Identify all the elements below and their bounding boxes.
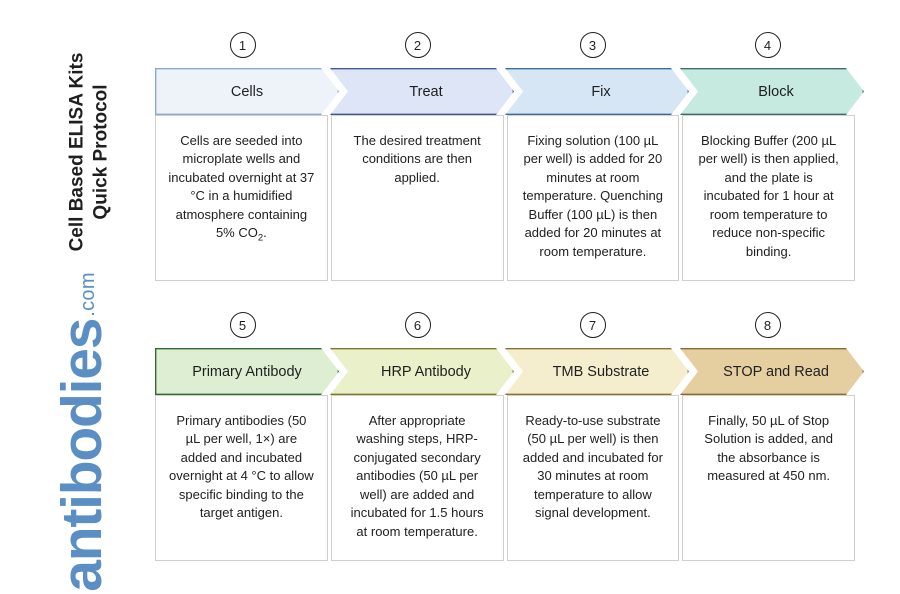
logo-tld: .com	[77, 272, 100, 317]
step-number-badge-8: 8	[754, 312, 781, 338]
step-description-text: Blocking Buffer (200 µL per well) is the…	[698, 133, 839, 259]
step-badge-cell: 6	[330, 312, 505, 348]
step-number-badge-6: 6	[404, 312, 431, 338]
step-description-card-8: Finally, 50 µL of Stop Solution is added…	[682, 395, 855, 561]
step-chevron-2[interactable]: Treat	[330, 68, 514, 115]
step-badge-cell: 3	[505, 32, 680, 68]
antibodies-logo[interactable]: antibodies .com	[18, 272, 146, 592]
step-description-card-6: After appropriate washing steps, HRP-con…	[330, 395, 504, 561]
step-description-card-7: Ready-to-use substrate (50 µL per well) …	[506, 395, 680, 561]
step-number-badge-5: 5	[229, 312, 256, 338]
step-chevron-1[interactable]: Cells	[155, 68, 339, 115]
step-number-badge-4: 4	[754, 32, 781, 58]
logo-wordmark: antibodies	[49, 318, 114, 592]
step-chevron-5[interactable]: Primary Antibody	[155, 348, 339, 395]
step-badge-cell: 4	[680, 32, 855, 68]
description-card-row-1: Cells are seeded into microplate wells a…	[155, 115, 855, 281]
protocol-title-line-1: Cell Based ELISA Kits	[66, 52, 88, 252]
step-chevron-label: TMB Substrate	[552, 363, 650, 380]
step-description-card-5: Primary antibodies (50 µL per well, 1×) …	[155, 395, 328, 561]
step-chevron-label: HRP Antibody	[380, 363, 471, 380]
step-chevron-4[interactable]: Block	[680, 68, 864, 115]
protocol-row-2: 5 6 7 8 Primary Antibody HRP Antibody TMB Sub…	[155, 312, 855, 561]
branding-column: Cell Based ELISA Kits Quick Protocol ant…	[0, 0, 155, 594]
step-description-text: The desired treatment conditions are the…	[353, 133, 481, 185]
step-description-card-4: Blocking Buffer (200 µL per well) is the…	[682, 115, 855, 281]
step-description-text: Finally, 50 µL of Stop Solution is added…	[704, 413, 833, 484]
protocol-row-1: 1 2 3 4 Cells Treat Fix Block Cells are seeded…	[155, 32, 855, 281]
step-number-strip-2: 5 6 7 8	[155, 312, 855, 348]
step-badge-cell: 7	[505, 312, 680, 348]
step-description-card-3: Fixing solution (100 µL per well) is add…	[506, 115, 680, 281]
step-badge-cell: 8	[680, 312, 855, 348]
step-description-text: Fixing solution (100 µL per well) is add…	[522, 133, 663, 259]
step-chevron-7[interactable]: TMB Substrate	[505, 348, 689, 395]
step-number-badge-2: 2	[404, 32, 431, 58]
step-description-card-1: Cells are seeded into microplate wells a…	[155, 115, 328, 281]
step-number-strip-1: 1 2 3 4	[155, 32, 855, 68]
step-description-text: Cells are seeded into microplate wells a…	[168, 133, 315, 244]
step-description-card-2: The desired treatment conditions are the…	[330, 115, 504, 281]
step-number-badge-1: 1	[229, 32, 256, 58]
step-description-text: After appropriate washing steps, HRP-con…	[350, 413, 484, 539]
step-badge-cell: 5	[155, 312, 330, 348]
step-chevron-label: Primary Antibody	[192, 363, 302, 380]
chevron-bar-2: Primary Antibody HRP Antibody TMB Substrat…	[155, 348, 855, 395]
step-description-text: Primary antibodies (50 µL per well, 1×) …	[169, 413, 314, 521]
protocol-title-line-2: Quick Protocol	[90, 84, 111, 220]
step-chevron-3[interactable]: Fix	[505, 68, 689, 115]
description-card-row-2: Primary antibodies (50 µL per well, 1×) …	[155, 395, 855, 561]
step-chevron-label: Fix	[591, 83, 611, 100]
step-chevron-label: Cells	[230, 83, 264, 100]
step-chevron-6[interactable]: HRP Antibody	[330, 348, 514, 395]
chevron-bar-1: Cells Treat Fix Block	[155, 68, 855, 115]
step-number-badge-7: 7	[579, 312, 606, 338]
step-number-badge-3: 3	[579, 32, 606, 58]
step-description-text: Ready-to-use substrate (50 µL per well) …	[522, 413, 663, 521]
step-badge-cell: 2	[330, 32, 505, 68]
step-chevron-label: Treat	[409, 83, 443, 100]
step-chevron-label: STOP and Read	[723, 363, 829, 380]
step-chevron-8[interactable]: STOP and Read	[680, 348, 864, 395]
protocol-title: Cell Based ELISA Kits Quick Protocol	[60, 18, 118, 286]
step-badge-cell: 1	[155, 32, 330, 68]
step-chevron-label: Block	[758, 83, 794, 100]
